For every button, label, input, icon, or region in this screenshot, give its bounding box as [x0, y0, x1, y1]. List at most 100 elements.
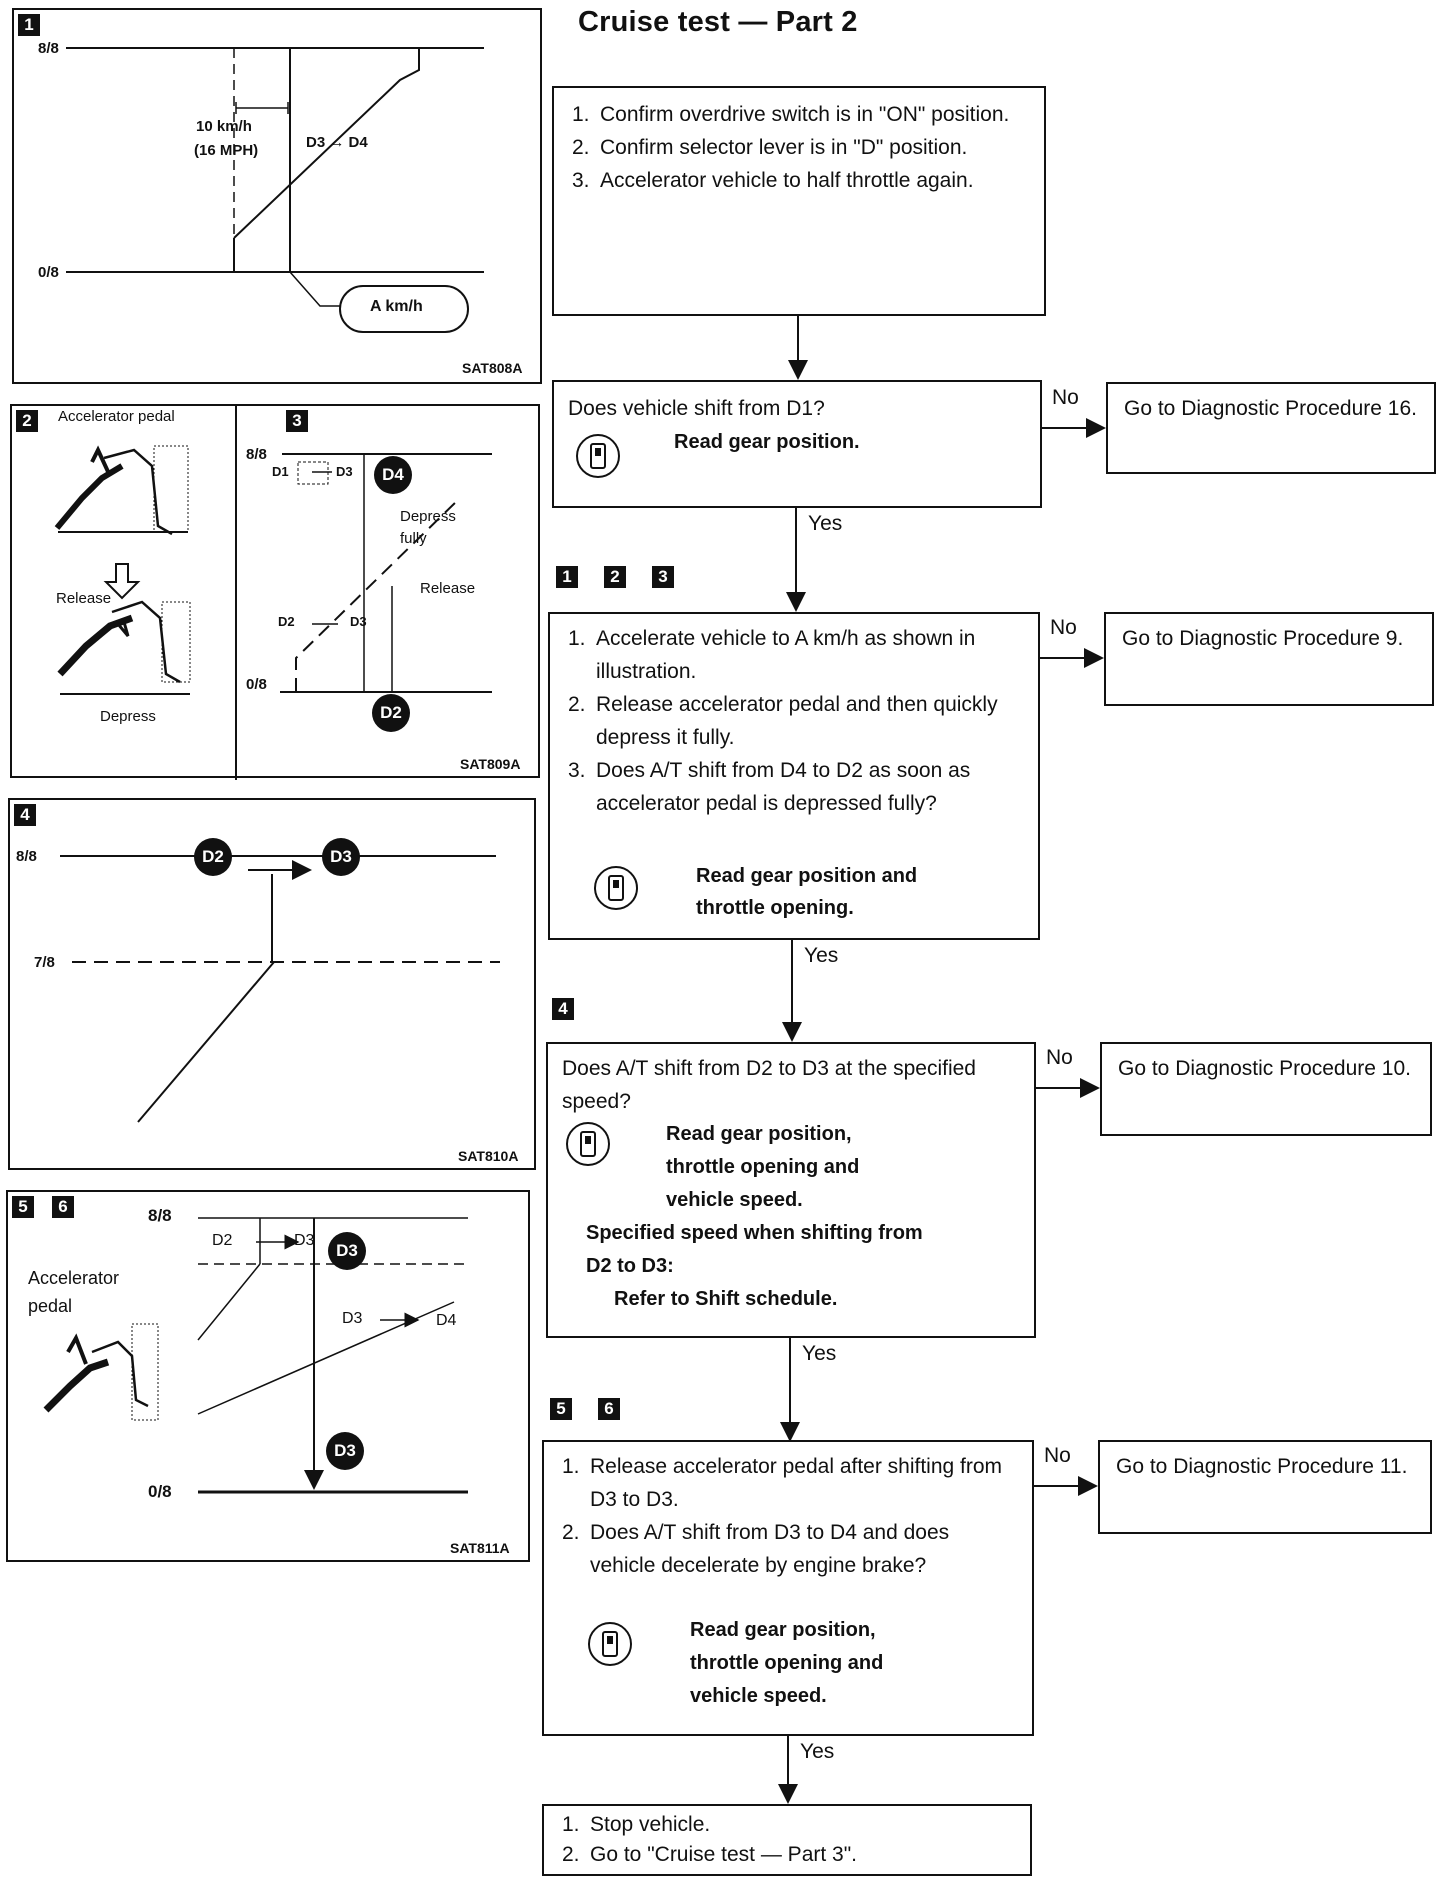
panel-4: 4 8/8 7/8 D2 D3 SAT810A	[8, 798, 536, 1170]
q4-no-label: No	[1044, 1444, 1071, 1467]
panel-2-3-graph	[54, 406, 492, 780]
q4-yes-label: Yes	[800, 1740, 835, 1763]
q4-action-l3: vehicle speed.	[690, 1685, 827, 1707]
q2-yes-label: Yes	[804, 944, 839, 967]
ref-badge-4: 4	[552, 998, 574, 1020]
panel-1-number: 1	[18, 14, 40, 36]
ref-badge-1: 1	[556, 566, 578, 588]
q2-item: 3.Does A/T shift from D4 to D2 as soon a…	[568, 759, 971, 815]
q3-no-target: Go to Diagnostic Procedure 10.	[1100, 1042, 1432, 1136]
panel-3-code: SAT809A	[460, 756, 521, 772]
panel-1-bottom-label: 0/8	[38, 264, 59, 281]
q3-spec-l3: Refer to Shift schedule.	[614, 1288, 838, 1310]
q1-yes-label: Yes	[808, 512, 843, 535]
q3-question: Does A/T shift from D2 to D3 at the spec…	[562, 1057, 976, 1113]
panel-3-circle-top: D4	[374, 456, 412, 494]
panel-1-code: SAT808A	[462, 360, 523, 376]
q3-no-label: No	[1046, 1046, 1073, 1069]
panel-5-6-d2: D2	[212, 1232, 233, 1249]
q4-action-l2: throttle opening and	[690, 1652, 884, 1674]
q3-action-l2: throttle opening and	[666, 1156, 860, 1178]
panel-1: 1 8/8 0/8 10 km/h (16 MPH) D3 → D4 A km/…	[12, 8, 542, 384]
panel-3-depress: Depress fully	[400, 508, 456, 547]
panel-3-d3a: D3	[336, 464, 353, 479]
panel-4-top-label: 8/8	[16, 848, 37, 865]
q4-item: 1.Release accelerator pedal after shifti…	[562, 1455, 1003, 1511]
panel-4-number: 4	[14, 804, 36, 826]
panel-5-6: 5 6 Accelerator pedal 8/8 0/8 D2 D3 D3 D…	[6, 1190, 530, 1562]
q2-action-l2: throttle opening.	[696, 897, 854, 919]
panel-3-d3b: D3	[350, 614, 367, 629]
q3-yes-label: Yes	[802, 1342, 837, 1365]
step1-item: 2.Confirm selector lever is in "D" posit…	[572, 136, 968, 159]
consult-tester-icon	[588, 1622, 632, 1666]
panel-5-6-heading-l2: pedal	[28, 1296, 73, 1316]
panel-4-circle-a: D2	[194, 838, 232, 876]
panel-3-number: 3	[286, 410, 308, 432]
q3-box: Does A/T shift from D2 to D3 at the spec…	[546, 1042, 1036, 1338]
panel-5-6-d4: D4	[436, 1312, 457, 1329]
panel-5-6-circle-bottom: D3	[326, 1432, 364, 1470]
q3-action-l1: Read gear position,	[666, 1123, 852, 1145]
panel-5-6-heading-l1: Accelerator	[28, 1268, 120, 1288]
ref-badge-5: 5	[550, 1398, 572, 1420]
q4-action-l1: Read gear position,	[690, 1619, 876, 1641]
panel-1-graph	[66, 47, 484, 333]
step1-box: 1.Confirm overdrive switch is in "ON" po…	[552, 86, 1046, 316]
panel-3-bottom-label: 0/8	[246, 676, 267, 693]
q1-no-target: Go to Diagnostic Procedure 16.	[1106, 382, 1436, 474]
q1-question: Does vehicle shift from D1?	[568, 397, 825, 420]
page-title: Cruise test — Part 2	[578, 6, 858, 38]
q3-action-l3: vehicle speed.	[666, 1189, 803, 1211]
q2-no-target: Go to Diagnostic Procedure 9.	[1104, 612, 1434, 706]
panel-3-top-label: 8/8	[246, 446, 267, 463]
q2-box: 1.Accelerate vehicle to A km/h as shown …	[548, 612, 1040, 940]
panel-5-6-bottom-label: 0/8	[148, 1482, 172, 1501]
panel-4-graph	[60, 855, 500, 1123]
ref-badge-3: 3	[652, 566, 674, 588]
q4-box: 1.Release accelerator pedal after shifti…	[542, 1440, 1034, 1736]
step1-item: 1.Confirm overdrive switch is in "ON" po…	[572, 103, 1010, 126]
consult-tester-icon	[594, 866, 638, 910]
panel-1-speed-l1: 10 km/h	[196, 118, 252, 135]
panel-1-shift: D3 → D4	[306, 134, 368, 151]
panel-5-6-d3b: D3	[342, 1310, 363, 1327]
panel-5-6-d3: D3	[294, 1232, 315, 1249]
q3-spec-l2: D2 to D3:	[586, 1255, 674, 1277]
panel-2-number: 2	[16, 410, 38, 432]
consult-tester-icon	[566, 1122, 610, 1166]
panel-3-circle-bottom: D2	[372, 694, 410, 732]
panel-2-release: Release	[56, 590, 112, 607]
final-item: 1.Stop vehicle.	[562, 1813, 711, 1836]
consult-tester-icon	[576, 434, 620, 478]
q2-item: 1.Accelerate vehicle to A km/h as shown …	[568, 627, 976, 683]
q2-no-label: No	[1050, 616, 1077, 639]
q1-action: Read gear position.	[674, 431, 860, 453]
q4-item: 2.Does A/T shift from D3 to D4 and does …	[562, 1521, 950, 1577]
q2-action-l1: Read gear position and	[696, 865, 918, 887]
step1-item: 3.Accelerator vehicle to half throttle a…	[572, 169, 974, 192]
q4-no-target: Go to Diagnostic Procedure 11.	[1098, 1440, 1432, 1534]
panel-3-d2: D2	[278, 614, 295, 629]
panel-2-depress: Depress	[100, 708, 156, 725]
panel-2-3: 2 Accelerator pedal Release Depress 3 8/…	[10, 404, 540, 780]
q2-item: 2.Release accelerator pedal and then qui…	[568, 693, 998, 749]
panel-4-mid-label: 7/8	[34, 954, 55, 971]
panel-3-d1: D1	[272, 464, 289, 479]
panel-1-speed-l2: (16 MPH)	[194, 142, 259, 159]
ref-badge-6: 6	[598, 1398, 620, 1420]
panel-5-number: 5	[12, 1196, 34, 1218]
panel-5-6-graph	[43, 1217, 468, 1494]
q1-box: Does vehicle shift from D1? Read gear po…	[552, 380, 1042, 508]
panel-3-release: Release	[420, 580, 476, 597]
panel-1-top-label: 8/8	[38, 40, 59, 57]
panel-4-code: SAT810A	[458, 1148, 519, 1164]
final-item: 2.Go to "Cruise test — Part 3".	[562, 1843, 858, 1866]
q3-spec-l1: Specified speed when shifting from	[586, 1222, 923, 1244]
panel-2-heading: Accelerator pedal	[58, 408, 175, 425]
panel-5-6-code: SAT811A	[450, 1540, 510, 1556]
panel-4-circle-b: D3	[322, 838, 360, 876]
panel-6-number: 6	[52, 1196, 74, 1218]
panel-1-callout: A km/h	[370, 298, 423, 315]
